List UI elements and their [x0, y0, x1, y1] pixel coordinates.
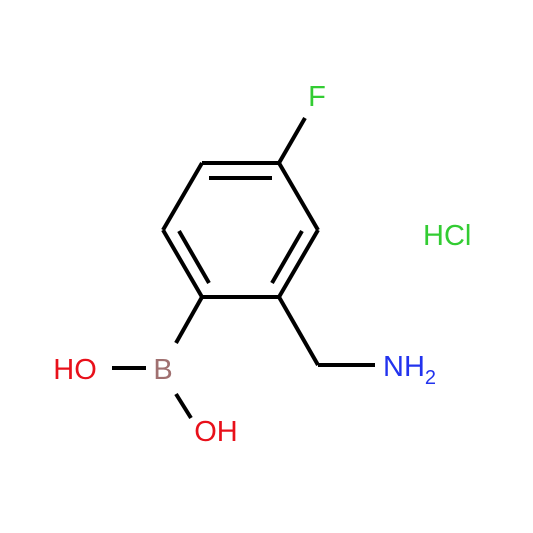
hydroxyl-1-label: HO: [53, 354, 97, 386]
counterion-label: HCl: [423, 220, 471, 252]
bond-ring-fluorine: [277, 116, 307, 165]
bond-ring-methylene: [277, 296, 320, 366]
boron-atom-label: B: [153, 354, 172, 386]
ring-double-bond-right: [270, 230, 304, 284]
bond-boron-hydroxyl-2: [174, 392, 193, 420]
amine-symbol: NH: [383, 351, 425, 383]
ring-double-bond-left: [177, 230, 211, 284]
fluorine-atom-label: F: [308, 81, 326, 113]
amine-label: NH2: [383, 351, 436, 389]
ring-bond-c6-c1: [161, 161, 204, 232]
amine-subscript: 2: [425, 367, 436, 389]
hydroxyl-2-label: OH: [194, 416, 238, 448]
benzene-ring: [161, 161, 320, 299]
ring-bond-c3-c4: [277, 228, 320, 299]
ring-bond-c2-c3: [277, 161, 320, 232]
bond-ring-boron: [174, 296, 204, 344]
ring-bond-c5-c6: [161, 228, 204, 299]
